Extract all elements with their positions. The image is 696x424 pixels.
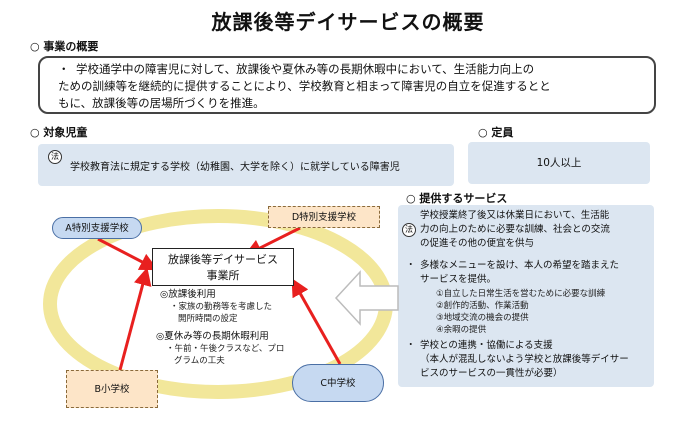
services-item-1-line: の促進その他の便宜を供与 [420, 238, 535, 249]
usage-after-school-line: ・家族の勤務等を考慮した [170, 302, 273, 312]
services-box: 法 学校授業終了後又は休業日において、生活能 力の向上のために必要な訓練、社会と… [398, 205, 654, 387]
usage-long-vacation-title: ◎夏休み等の長期休暇利用 [156, 331, 269, 342]
service-center-box: 放課後等デイサービス 事業所 [152, 248, 294, 286]
page-title: 放課後等デイサービスの概要 [211, 10, 485, 34]
services-item-2-sublist: ①自立した日常生活を営むために必要な訓練 ②創作的活動、作業活動 ③地域交流の機… [436, 288, 605, 336]
law-mark-icon: 法 [48, 150, 62, 164]
services-item-3-line: （本人が混乱しないよう学校と放課後等デイサー [420, 354, 629, 365]
target-heading: ○ 対象児童 [30, 126, 88, 139]
services-item-1: 学校授業終了後又は休業日において、生活能 力の向上のために必要な訓練、社会との交… [420, 209, 610, 251]
usage-long-vacation-line: グラムの工夫 [174, 356, 225, 366]
school-b: B小学校 [66, 370, 158, 408]
services-item-2: 多様なメニューを設け、本人の希望を踏まえた サービスを提供。 [420, 259, 619, 287]
usage-long-vacation: ◎夏休み等の長期休暇利用 ・午前・午後クラスなど、プロ グラムの工夫 [156, 330, 284, 367]
overview-line-1: 学校通学中の障害児に対して、放課後や夏休み等の長期休暇中において、生活能力向上の [76, 62, 535, 76]
sublist-item: ①自立した日常生活を営むために必要な訓練 [436, 289, 606, 299]
school-c: C中学校 [292, 364, 384, 402]
arrow-from-a [97, 237, 158, 271]
services-item-1-line: 学校授業終了後又は休業日において、生活能 [420, 210, 610, 221]
overview-bullet: ・ [58, 62, 70, 76]
usage-after-school-title: ◎放課後利用 [160, 289, 216, 300]
quota-value: 10人以上 [468, 142, 650, 184]
center-line-2: 事業所 [206, 269, 240, 282]
sublist-item: ②創作的活動、作業活動 [436, 301, 529, 311]
quota-heading: ○ 定員 [478, 126, 514, 139]
overview-box: ・ 学校通学中の障害児に対して、放課後や夏休み等の長期休暇中において、生活能力向… [38, 56, 656, 114]
link-arrow-icon [334, 270, 399, 326]
services-item-2-line: サービスを提供。 [420, 274, 497, 285]
target-box: 法 学校教育法に規定する学校（幼稚園、大学を除く）に就学している障害児 [38, 144, 454, 186]
school-a: A特別支援学校 [52, 217, 142, 239]
arrow-from-b [118, 267, 152, 371]
school-d: D特別支援学校 [268, 206, 380, 228]
overview-line-2: ための訓練等を継続的に提供することにより、学校教育と相まって障害児の自立を促進す… [58, 79, 551, 93]
overview-line-3: もに、放課後等の居場所づくりを推進。 [58, 96, 265, 110]
usage-after-school: ◎放課後利用 ・家族の勤務等を考慮した 開所時間の設定 [160, 288, 272, 325]
services-item-1-line: 力の向上のために必要な訓練、社会との交流 [420, 224, 610, 235]
bullet: ・ [406, 260, 416, 271]
overview-heading: ○ 事業の概要 [30, 40, 99, 53]
bullet: ・ [406, 340, 416, 351]
services-item-3-line: 学校との連携・協働による支援 [420, 340, 553, 351]
services-item-3-line: ビスのサービスの一貫性が必要） [420, 368, 563, 379]
services-item-3: 学校との連携・協働による支援 （本人が混乱しないよう学校と放課後等デイサー ビス… [420, 339, 629, 381]
arrow-from-c [291, 278, 342, 365]
law-mark-icon: 法 [402, 223, 416, 237]
center-line-1: 放課後等デイサービス [168, 253, 278, 266]
sublist-item: ③地域交流の機会の提供 [436, 313, 529, 323]
target-text: 学校教育法に規定する学校（幼稚園、大学を除く）に就学している障害児 [70, 162, 400, 173]
sublist-item: ④余暇の提供 [436, 325, 487, 335]
usage-after-school-line: 開所時間の設定 [178, 314, 238, 324]
services-item-2-line: 多様なメニューを設け、本人の希望を踏まえた [420, 260, 620, 271]
usage-long-vacation-line: ・午前・午後クラスなど、プロ [166, 344, 285, 354]
services-heading: ○ 提供するサービス [406, 192, 508, 205]
